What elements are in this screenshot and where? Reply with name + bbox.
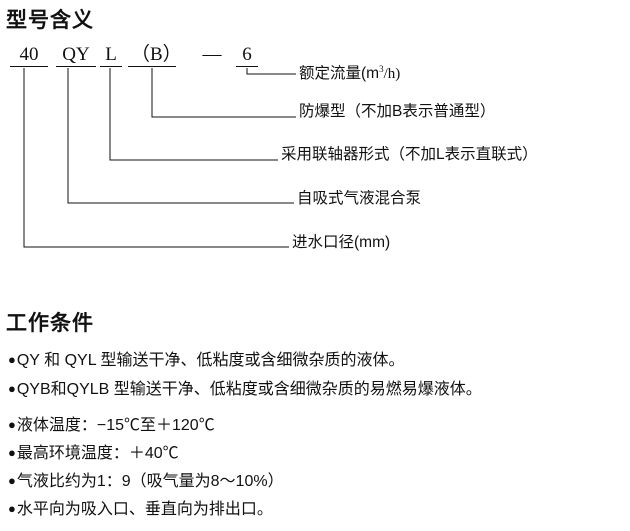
condition-text: QYB和QYLB 型输送干净、低粘度或含细微杂质的易燃易爆液体。 <box>16 381 482 398</box>
conditions-section-title: 工作条件 <box>6 312 94 335</box>
bullet-marker-icon: ● <box>8 445 16 460</box>
bullet-marker-icon: ● <box>8 352 16 367</box>
condition-text: 气液比约为1：9（吸气量为8～10%） <box>16 473 284 490</box>
condition-item: ●液体温度：−15℃至＋120℃ <box>8 415 215 436</box>
callout-explosion-proof: 防爆型（不加B表示普通型） <box>299 103 496 120</box>
condition-item: ●水平向为吸入口、垂直向为排出口。 <box>8 499 273 520</box>
code-token-series: QY <box>56 45 96 67</box>
code-token-label: — <box>202 44 222 65</box>
code-token-rated-flow: 6 <box>236 45 258 67</box>
condition-text: QY 和 QYL 型输送干净、低粘度或含细微杂质的液体。 <box>16 352 405 369</box>
code-token-explosion-proof: （B） <box>128 45 182 67</box>
code-token-separator: — <box>192 45 232 65</box>
callout-unit-tail: /h) <box>383 66 401 82</box>
condition-text: 最高环境温度：＋40℃ <box>16 445 179 462</box>
condition-item: ●最高环境温度：＋40℃ <box>8 443 179 464</box>
bullet-marker-icon: ● <box>8 417 16 432</box>
condition-text: 水平向为吸入口、垂直向为排出口。 <box>16 501 273 518</box>
bullet-marker-icon: ● <box>8 501 16 516</box>
bullet-marker-icon: ● <box>8 381 16 396</box>
callout-superscript: 3 <box>379 64 384 74</box>
callout-inlet-diameter: 进水口径(mm) <box>292 234 391 251</box>
condition-item: ●QYB和QYLB 型输送干净、低粘度或含细微杂质的易燃易爆液体。 <box>8 379 482 400</box>
callout-rated-flow: 额定流量(m3/h) <box>299 60 400 83</box>
leader-line-rated-flow <box>246 68 296 75</box>
code-token-label: 40 <box>10 45 48 67</box>
leader-line-explosion-proof <box>151 68 296 118</box>
condition-item: ●QY 和 QYL 型输送干净、低粘度或含细微杂质的液体。 <box>8 350 404 371</box>
callout-pump-type: 自吸式气液混合泵 <box>297 190 422 207</box>
leader-line-pump-type <box>67 68 294 204</box>
condition-item: ●气液比约为1：9（吸气量为8～10%） <box>8 471 284 492</box>
model-section-title: 型号含义 <box>6 9 94 32</box>
code-token-label: QY <box>56 45 96 67</box>
bullet-marker-icon: ● <box>8 473 16 488</box>
code-token-coupling: L <box>100 45 122 67</box>
callout-text: 额定流量(m <box>299 65 380 82</box>
code-token-inlet-size: 40 <box>10 45 48 67</box>
code-token-label: 6 <box>236 45 258 67</box>
leader-line-coupling <box>109 68 278 161</box>
code-token-label: （B） <box>128 45 182 67</box>
callout-coupling-type: 采用联轴器形式（不加L表示直联式） <box>281 146 538 163</box>
condition-text: 液体温度：−15℃至＋120℃ <box>16 417 215 434</box>
code-token-label: L <box>100 45 122 67</box>
leader-line-inlet-diameter <box>23 68 289 248</box>
